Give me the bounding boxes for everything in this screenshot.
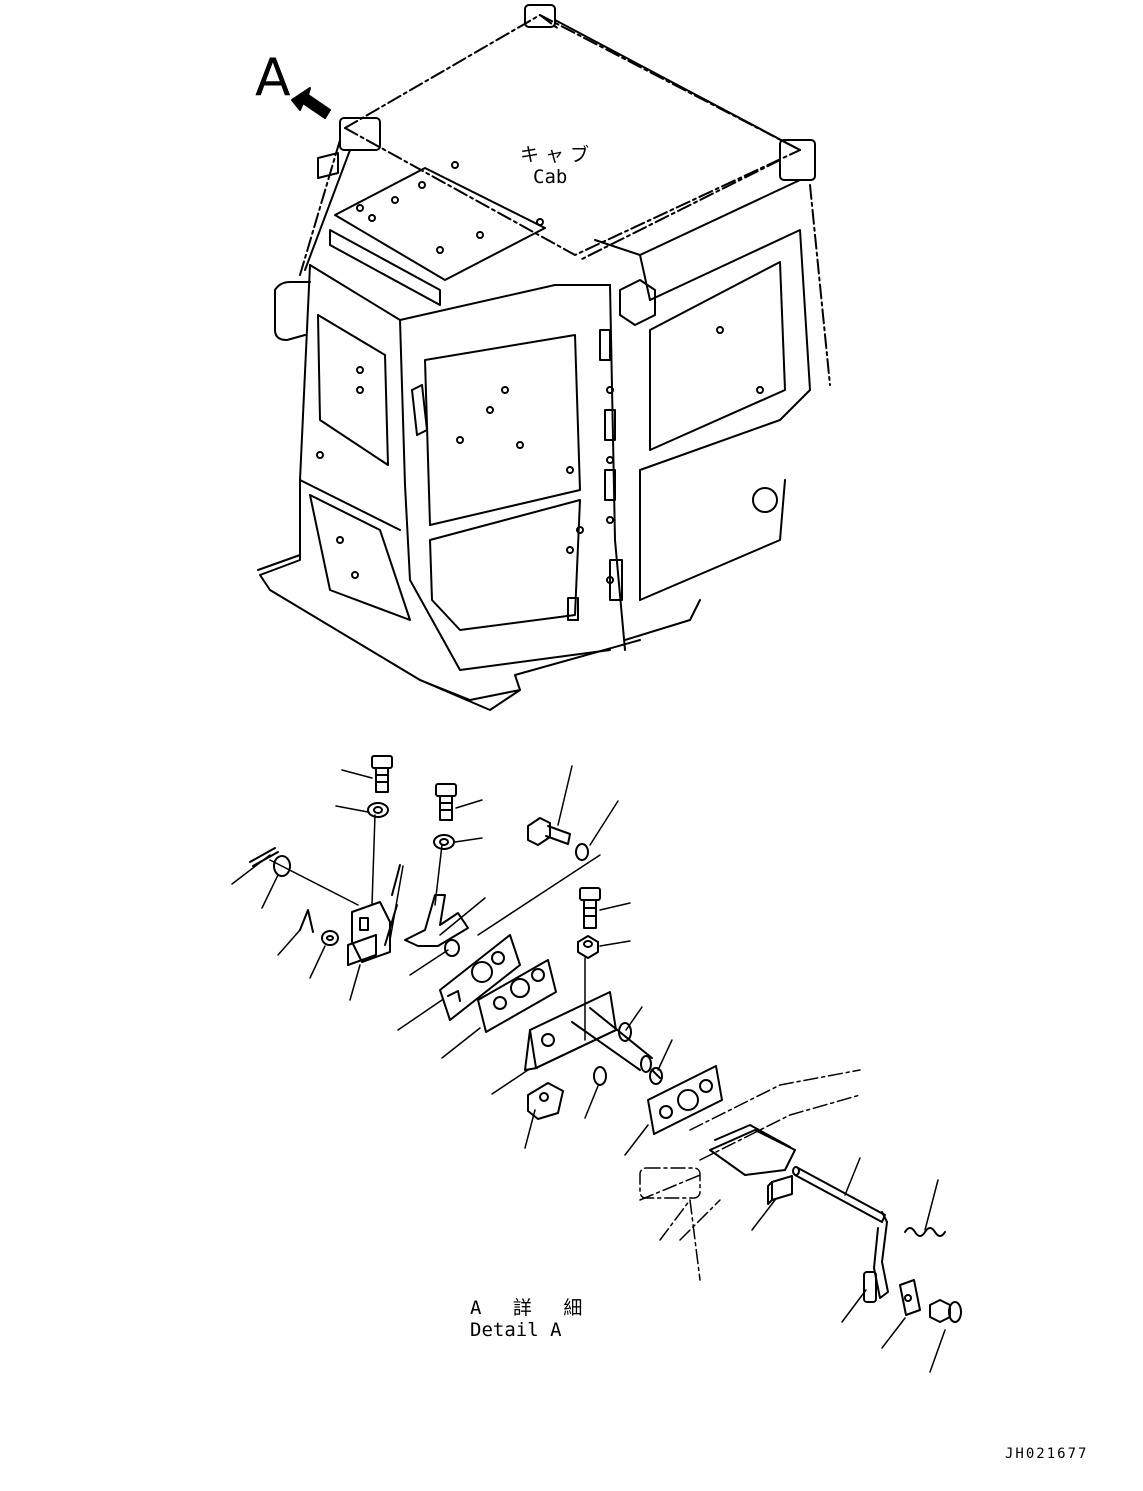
cab-roof-panel: [330, 162, 545, 305]
shim-plate: [478, 960, 556, 1032]
washer-3: [576, 844, 588, 860]
lock-plate: [528, 1083, 563, 1119]
o-ring: [594, 1023, 631, 1085]
cab-label-japanese: キャブ: [520, 144, 596, 166]
bolt-4: [580, 888, 600, 928]
bolt-1: [372, 756, 392, 792]
detail-a-illustration: [232, 756, 961, 1372]
pin-bracket: [525, 992, 652, 1072]
stopper: [864, 1272, 876, 1302]
latch-body: [348, 865, 400, 965]
cab-body: [258, 180, 810, 710]
striker-plate-1: [440, 935, 520, 1020]
washer-4: [274, 856, 290, 876]
lever-mount-plate: [710, 1125, 795, 1175]
cab-illustration: [258, 5, 830, 710]
spring-pin: [300, 910, 313, 932]
striker-plate-2: [648, 1066, 722, 1134]
base-frame-phantom: [640, 1070, 860, 1280]
cab-roof-posts: [305, 5, 815, 270]
view-a-arrow: [292, 88, 330, 118]
lever-rod: [793, 1167, 888, 1298]
cab-roof-frame: [300, 15, 830, 385]
lever-block: [768, 1176, 792, 1204]
cotter-pin: [250, 848, 278, 866]
nut-1: [578, 936, 598, 958]
return-spring: [905, 1228, 945, 1236]
bolt-3: [528, 818, 570, 845]
clip: [900, 1280, 920, 1315]
bolt-2: [436, 784, 456, 820]
bolt-5: [930, 1300, 961, 1322]
cab-label-english: Cab: [533, 166, 568, 188]
detail-label-english: Detail A: [470, 1319, 562, 1341]
washer-1: [368, 803, 388, 817]
drawing-number: JH021677: [1005, 1446, 1089, 1462]
hook-bracket: [405, 895, 468, 956]
detail-label-japanese: A 詳 細: [470, 1297, 593, 1319]
leader-lines: [232, 766, 945, 1372]
washer-2: [434, 835, 454, 849]
washer-5: [322, 931, 338, 945]
view-callout-label: A: [255, 48, 291, 108]
bushing: [650, 1068, 662, 1084]
